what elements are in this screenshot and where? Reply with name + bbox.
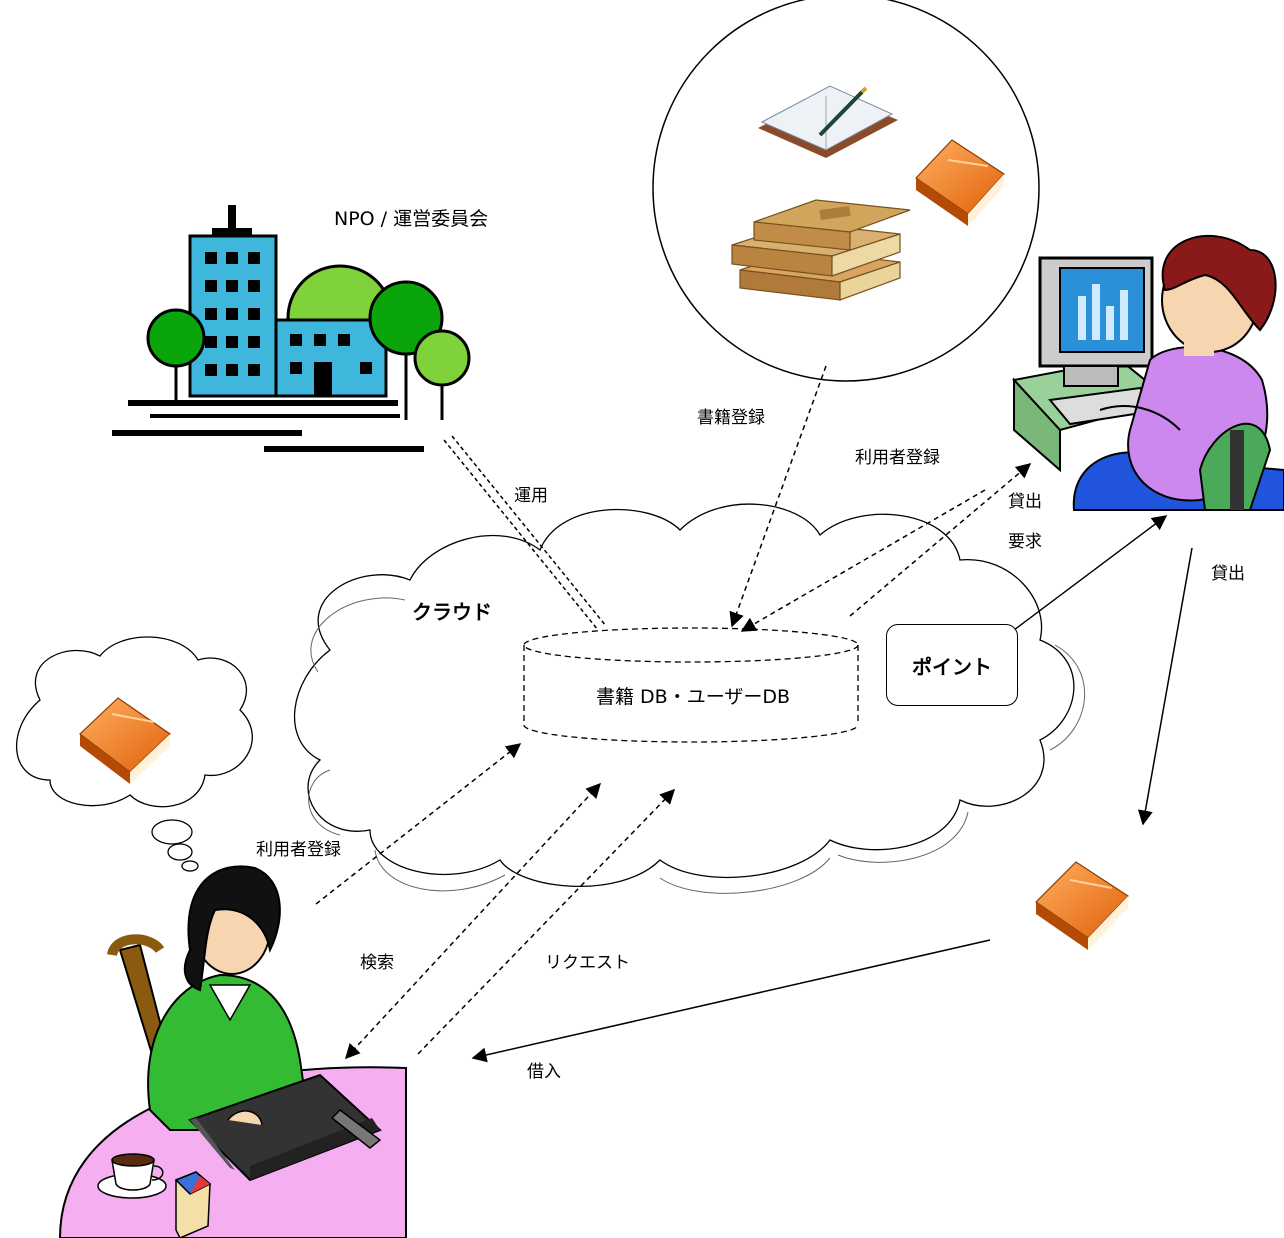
request-label: リクエスト — [545, 953, 630, 973]
book-stack-icon — [731, 199, 911, 301]
user-register-right-label: 利用者登録 — [855, 448, 940, 468]
point-box: ポイント — [886, 624, 1018, 706]
notebook-pen-icon — [758, 85, 898, 158]
lend-request-arrow — [849, 463, 1032, 617]
office-building-icon — [112, 205, 471, 452]
lend-arrow — [1137, 547, 1193, 826]
book-register-label: 書籍登録 — [697, 408, 765, 428]
request-arrow — [417, 788, 676, 1055]
woman-at-laptop-icon — [58, 865, 407, 1238]
orange-book-icon — [79, 697, 171, 784]
orange-book-icon — [915, 139, 1005, 226]
lend-request-label-line1: 貸出 — [1008, 492, 1042, 512]
woman-at-computer-icon — [1012, 234, 1284, 511]
lend-label: 貸出 — [1211, 564, 1245, 584]
cloud-label: クラウド — [412, 600, 492, 624]
search-label: 検索 — [360, 953, 394, 973]
lend-request-label-line2: 要求 — [1008, 532, 1042, 552]
user-register-left-label: 利用者登録 — [256, 840, 341, 860]
user-register-right-arrow — [740, 489, 986, 632]
operate-link — [443, 435, 607, 631]
point-to-computer-arrow — [1013, 515, 1168, 631]
org-label: NPO / 運営委員会 — [334, 208, 489, 230]
database-cylinder — [523, 627, 859, 743]
point-label: ポイント — [912, 654, 992, 679]
operate-label: 運用 — [514, 486, 548, 506]
book-register-arrow — [729, 365, 827, 628]
borrow-label: 借入 — [527, 1062, 561, 1082]
orange-book-icon — [1035, 861, 1129, 950]
database-label: 書籍 DB・ユーザーDB — [596, 686, 790, 708]
